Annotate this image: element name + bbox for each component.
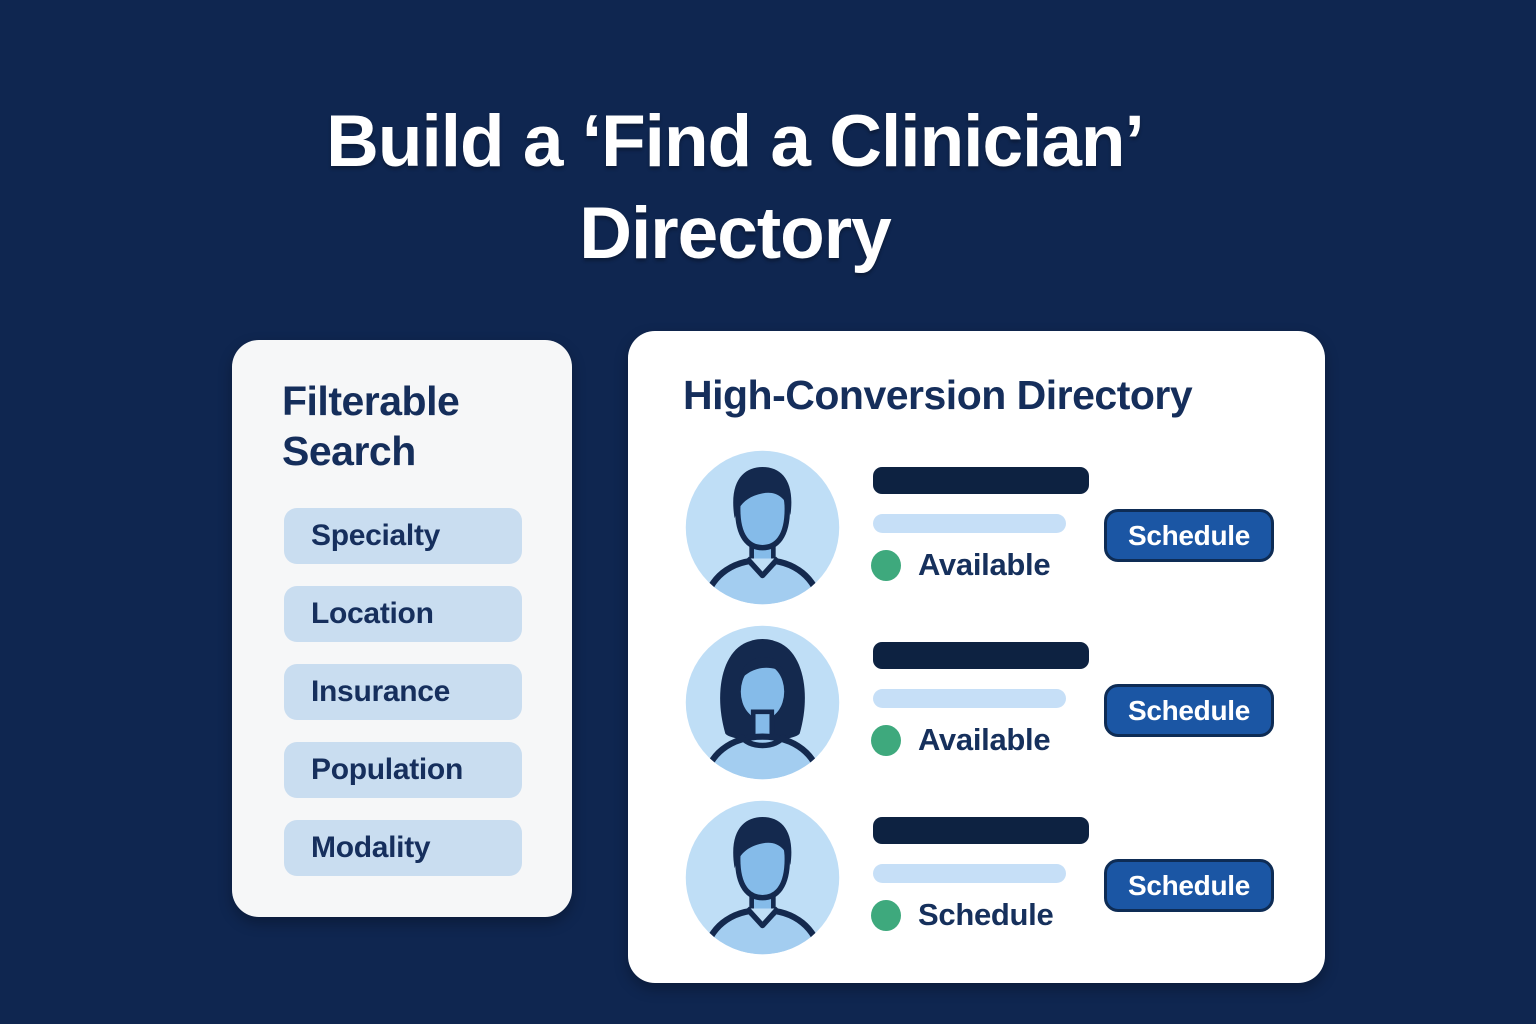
availability-dot-icon bbox=[871, 724, 901, 756]
clinician-avatar-male-icon bbox=[685, 450, 840, 605]
availability-label: Available bbox=[918, 547, 1051, 582]
page-title-line2: Directory bbox=[579, 192, 892, 274]
filter-chip-specialty[interactable]: Specialty bbox=[284, 508, 522, 564]
filter-chip-modality[interactable]: Modality bbox=[284, 820, 522, 876]
availability-status: Available bbox=[871, 546, 1051, 584]
clinician-avatar-male-icon bbox=[685, 800, 840, 955]
directory-panel-heading: High-Conversion Directory bbox=[683, 372, 1193, 418]
page-title-line1: Build a ‘Find a Clinician’ bbox=[326, 101, 1145, 182]
filterable-search-panel: Filterable Search Specialty Location Ins… bbox=[232, 340, 572, 917]
schedule-button[interactable]: Schedule bbox=[1104, 859, 1274, 912]
filter-chip-location[interactable]: Location bbox=[284, 586, 522, 642]
availability-dot-icon bbox=[871, 549, 901, 581]
schedule-button[interactable]: Schedule bbox=[1104, 684, 1274, 737]
clinician-row: Available Schedule bbox=[685, 450, 1285, 605]
filter-chip-list: Specialty Location Insurance Population … bbox=[284, 508, 522, 898]
clinician-detail-placeholder-bar bbox=[873, 864, 1066, 883]
directory-panel: High-Conversion Directory bbox=[628, 331, 1325, 983]
filter-chip-insurance[interactable]: Insurance bbox=[284, 664, 522, 720]
availability-status: Schedule bbox=[871, 896, 1054, 934]
availability-dot-icon bbox=[871, 899, 901, 931]
availability-label: Available bbox=[918, 722, 1051, 757]
clinician-row: Available Schedule bbox=[685, 625, 1285, 780]
clinician-detail-placeholder-bar bbox=[873, 689, 1066, 708]
filter-panel-heading: Filterable Search bbox=[282, 378, 460, 475]
clinician-row: Schedule Schedule bbox=[685, 800, 1285, 955]
clinician-detail-placeholder-bar bbox=[873, 514, 1066, 533]
clinician-name-placeholder-bar bbox=[873, 642, 1089, 669]
schedule-button[interactable]: Schedule bbox=[1104, 509, 1274, 562]
clinician-name-placeholder-bar bbox=[873, 467, 1089, 494]
availability-status: Available bbox=[871, 721, 1051, 759]
page-title: Build a ‘Find a Clinician’ Directory bbox=[0, 96, 1470, 280]
availability-label: Schedule bbox=[918, 897, 1054, 932]
clinician-avatar-female-icon bbox=[685, 625, 840, 780]
filter-chip-population[interactable]: Population bbox=[284, 742, 522, 798]
clinician-name-placeholder-bar bbox=[873, 817, 1089, 844]
